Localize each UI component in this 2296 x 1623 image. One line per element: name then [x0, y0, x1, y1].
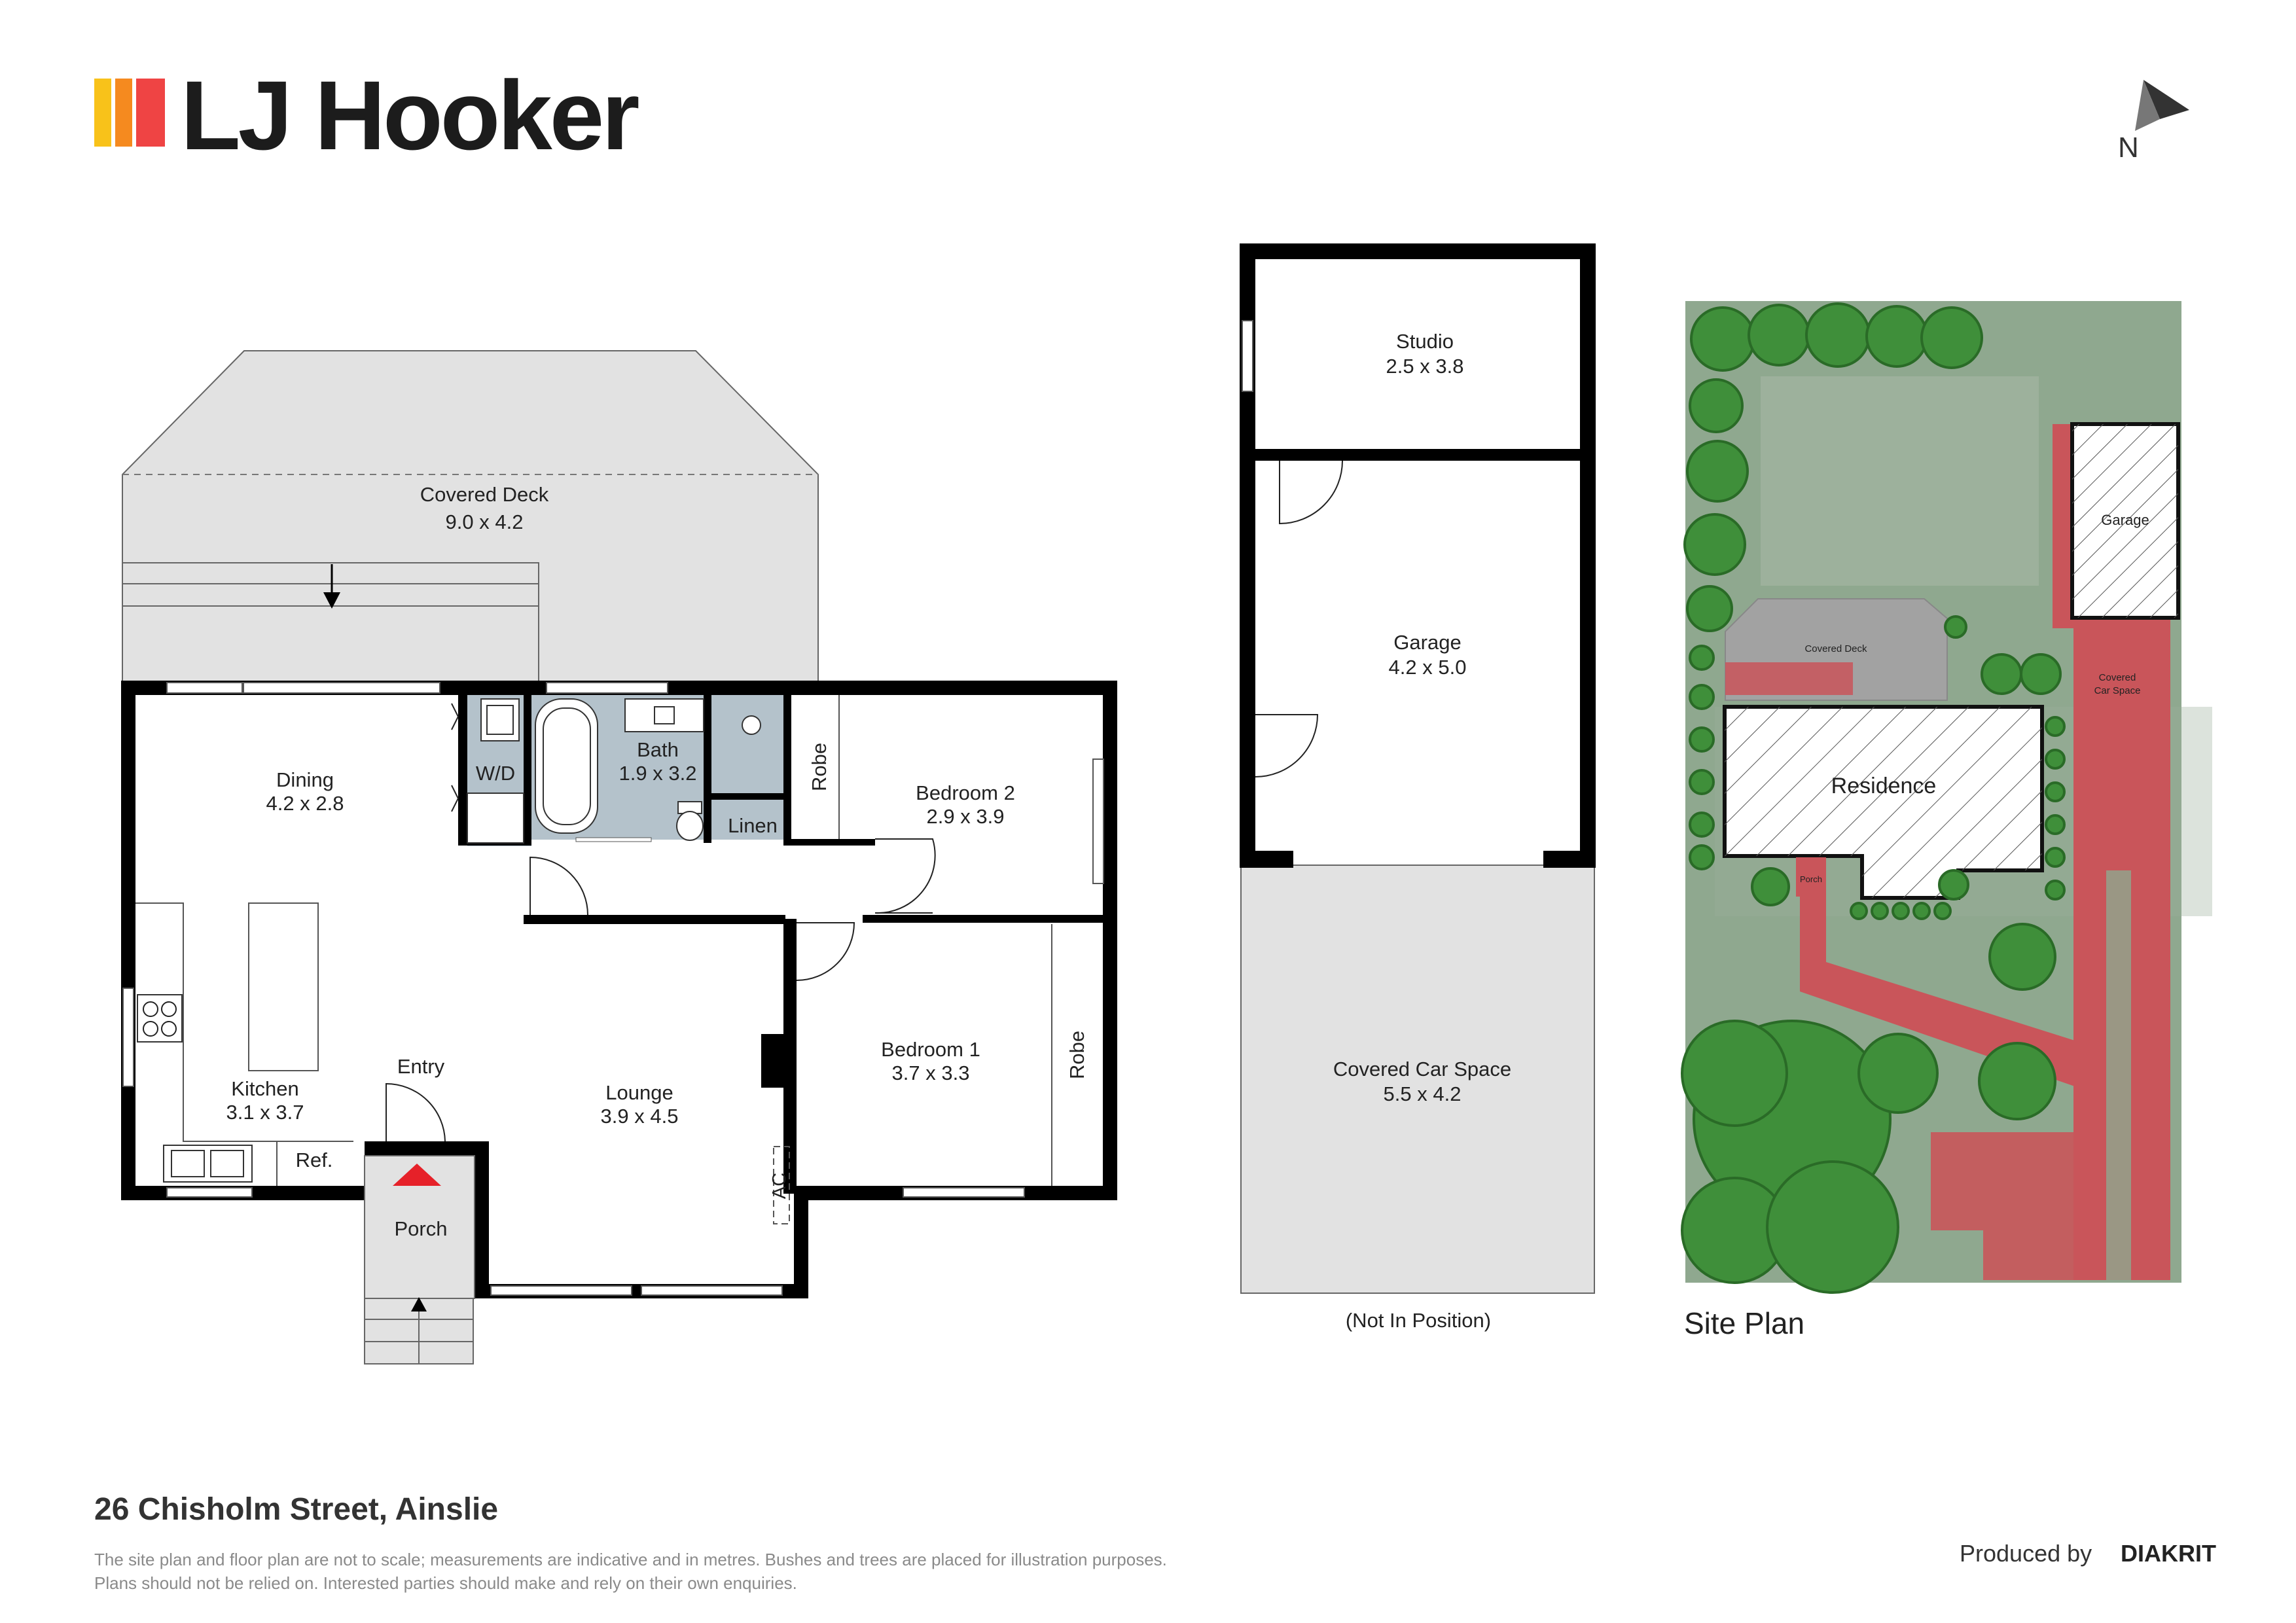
disclaimer-line-2: Plans should not be relied on. Intereste…	[94, 1573, 797, 1593]
dining-label: Dining	[276, 768, 334, 791]
main-floor-plan: Covered Deck 9.0 x 4.2	[121, 350, 1117, 1364]
site-covered-deck-label: Covered Deck	[1804, 643, 1867, 654]
front-path	[1800, 897, 2075, 1086]
studio-label: Studio	[1396, 330, 1454, 353]
outbuilding-plan: Studio 2.5 x 3.8 Garage 4.2 x 5.0 Covere…	[1240, 243, 1596, 1332]
covered-deck-dims: 9.0 x 4.2	[446, 510, 524, 533]
wd-label: W/D	[476, 762, 515, 785]
brand-logo: LJ Hooker	[94, 60, 641, 170]
bedroom2-label: Bedroom 2	[916, 781, 1015, 804]
brand-name: LJ Hooker	[181, 60, 639, 170]
vanity-basin-icon	[624, 698, 704, 732]
porch-label: Porch	[395, 1217, 448, 1240]
kitchen-sink-icon	[163, 1145, 253, 1183]
kitchen-island	[248, 902, 319, 1071]
carport-label: Covered Car Space	[1333, 1058, 1511, 1080]
site-porch-label: Porch	[1800, 874, 1822, 884]
cooktop-icon	[137, 994, 183, 1043]
step-down-arrow-icon	[323, 592, 340, 609]
site-covered-car-space-label-2: Car Space	[2094, 685, 2141, 696]
compass-label: N	[2118, 132, 2139, 164]
studio-dims: 2.5 x 3.8	[1386, 355, 1464, 378]
bath-dims: 1.9 x 3.2	[619, 762, 697, 785]
produced-by-label: Produced by	[1960, 1540, 2092, 1567]
tree-icons	[1681, 302, 2066, 1294]
bath-label: Bath	[637, 738, 679, 761]
logo-stripe-yellow	[94, 79, 111, 147]
north-compass-icon: N	[2118, 80, 2189, 164]
garage-label: Garage	[1393, 631, 1461, 654]
garage-dims: 4.2 x 5.0	[1389, 656, 1467, 679]
site-garage-label: Garage	[2101, 512, 2149, 528]
kitchen-label: Kitchen	[231, 1077, 298, 1100]
lounge-dims: 3.9 x 4.5	[601, 1105, 679, 1128]
ac-label: AC	[769, 1173, 790, 1199]
entry-label: Entry	[397, 1055, 445, 1078]
site-covered-car-space-label-1: Covered	[2099, 672, 2136, 683]
dining-dims: 4.2 x 2.8	[266, 792, 344, 815]
linen-label: Linen	[728, 814, 778, 837]
ref-label: Ref.	[296, 1149, 333, 1171]
carport-dims: 5.5 x 4.2	[1384, 1082, 1462, 1105]
side-path	[2053, 424, 2073, 628]
kitchen-dims: 3.1 x 3.7	[226, 1101, 304, 1124]
site-plan: Garage Covered Car Space Covered Deck Re…	[1681, 301, 2212, 1340]
shower-icon	[742, 715, 761, 735]
ac-unit	[773, 1146, 790, 1224]
disclaimer-line-1: The site plan and floor plan are not to …	[94, 1550, 1167, 1569]
bedroom2-dims: 2.9 x 3.9	[927, 805, 1005, 828]
covered-car-space-area	[1240, 865, 1595, 1294]
step-up-arrow-icon	[411, 1297, 427, 1311]
property-address: 26 Chisholm Street, Ainslie	[94, 1492, 498, 1527]
bedroom1-label: Bedroom 1	[881, 1038, 980, 1061]
lounge-label: Lounge	[605, 1081, 673, 1104]
robe-label-bedroom2: Robe	[808, 743, 831, 791]
covered-deck-label: Covered Deck	[420, 483, 549, 506]
logo-stripe-red	[136, 79, 165, 147]
robe-label-bedroom1: Robe	[1066, 1031, 1088, 1079]
bathtub-icon	[535, 698, 598, 834]
site-residence-label: Residence	[1831, 774, 1937, 798]
not-in-position-note: (Not In Position)	[1346, 1309, 1491, 1332]
bedroom1-dims: 3.7 x 3.3	[892, 1061, 970, 1084]
site-plan-title: Site Plan	[1684, 1306, 1804, 1340]
entry-marker-icon	[393, 1164, 441, 1186]
producer-logo: DIAKRIT	[2121, 1540, 2216, 1567]
logo-stripe-orange	[115, 79, 132, 147]
